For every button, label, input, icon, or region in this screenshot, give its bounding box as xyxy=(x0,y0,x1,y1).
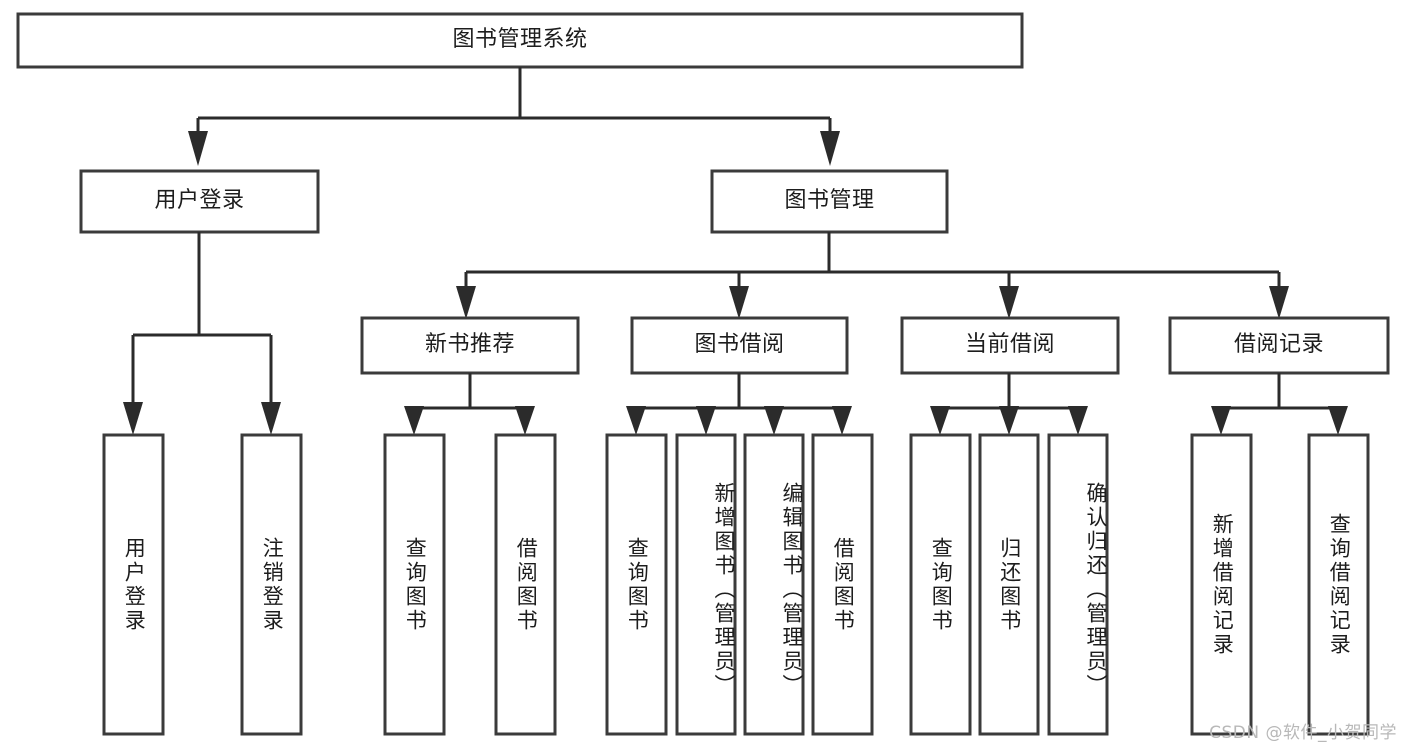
leaf-node-box-query-book-1[interactable] xyxy=(383,433,446,736)
arrow-head-leaf-borrow-book-2 xyxy=(832,406,852,435)
arrow-head-leaf-user-login xyxy=(123,402,143,435)
arrow-head-leaf-confirm-return xyxy=(1068,406,1088,435)
level3-node-box-current-borrow[interactable] xyxy=(900,316,1120,375)
leaf-node-box-add-record[interactable] xyxy=(1190,433,1253,736)
level3-node-box-new-book-recommend[interactable] xyxy=(360,316,580,375)
root-node-box[interactable] xyxy=(16,12,1024,69)
leaf-node-box-user-login[interactable] xyxy=(102,433,165,736)
arrow-head-new-book-recommend xyxy=(456,286,476,319)
leaf-node-box-logout-login[interactable] xyxy=(240,433,303,736)
arrow-head-borrow-record xyxy=(1269,286,1289,319)
arrow-head-current-borrow xyxy=(999,286,1019,319)
level2-node-box-user-login[interactable] xyxy=(79,169,320,234)
level3-node-box-borrow-record[interactable] xyxy=(1168,316,1390,375)
arrow-head-leaf-add-record xyxy=(1211,406,1231,435)
leaf-node-box-add-book[interactable] xyxy=(675,433,737,736)
arrow-head-leaf-borrow-book-1 xyxy=(515,406,535,435)
leaf-node-box-borrow-book-2[interactable] xyxy=(811,433,874,736)
arrow-head-leaf-edit-book xyxy=(764,406,784,435)
arrow-head-leaf-query-book-2 xyxy=(626,406,646,435)
arrow-head-leaf-query-record xyxy=(1328,406,1348,435)
arrow-head-leaf-add-book xyxy=(696,406,716,435)
arrow-head-book-borrow xyxy=(729,286,749,319)
leaf-node-box-borrow-book-1[interactable] xyxy=(494,433,557,736)
arrow-head-leaf-query-book-1 xyxy=(404,406,424,435)
leaf-node-box-query-book-3[interactable] xyxy=(909,433,972,736)
arrow-head-book-management xyxy=(820,131,840,166)
arrow-head-leaf-return-book xyxy=(999,406,1019,435)
leaf-node-box-query-record[interactable] xyxy=(1307,433,1370,736)
csdn-watermark: CSDN @软件_小贺同学 xyxy=(1209,723,1397,743)
arrow-head-leaf-logout-login xyxy=(261,402,281,435)
level2-node-box-book-management[interactable] xyxy=(710,169,949,234)
leaf-node-box-return-book[interactable] xyxy=(978,433,1040,736)
leaf-node-box-confirm-return[interactable] xyxy=(1047,433,1109,736)
arrow-head-user-login xyxy=(188,131,208,166)
level3-node-box-book-borrow[interactable] xyxy=(630,316,849,375)
leaf-node-box-query-book-2[interactable] xyxy=(605,433,668,736)
arrow-head-leaf-query-book-3 xyxy=(930,406,950,435)
leaf-node-box-edit-book[interactable] xyxy=(743,433,805,736)
